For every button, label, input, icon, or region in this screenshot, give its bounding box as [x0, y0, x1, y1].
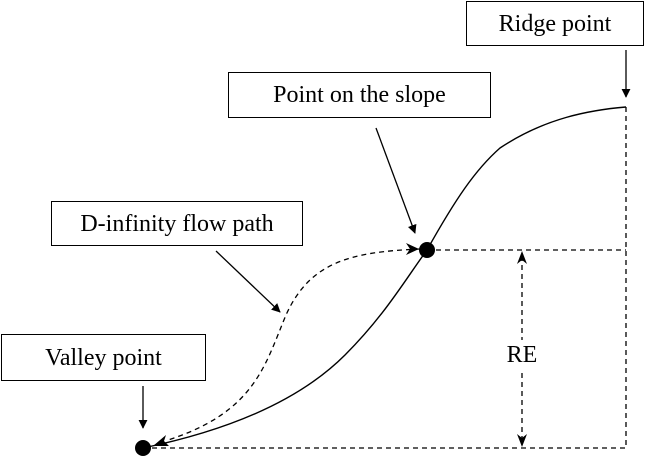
valley-point-marker: [135, 440, 151, 456]
point-on-slope-label: Point on the slope: [228, 72, 491, 118]
relative-elevation-label: RE: [497, 340, 547, 370]
point-on-slope-marker: [419, 242, 435, 258]
slope-pointer-arrow: [375, 127, 417, 234]
d-infinity-flow-path-curve: [167, 248, 421, 441]
flow-path-start-arrowhead: [406, 243, 419, 255]
flow-path-pointer-arrow: [215, 250, 281, 313]
flow-path-arrowhead: [153, 435, 169, 446]
re-arrowhead-bottom: [517, 434, 527, 447]
flow-path-label: D-infinity flow path: [51, 201, 303, 246]
hillslope-profile-curve: [142, 106, 627, 449]
ridge-point-label: Ridge point: [466, 1, 644, 46]
re-arrowhead-top: [517, 251, 527, 264]
valley-point-label: Valley point: [1, 334, 206, 381]
